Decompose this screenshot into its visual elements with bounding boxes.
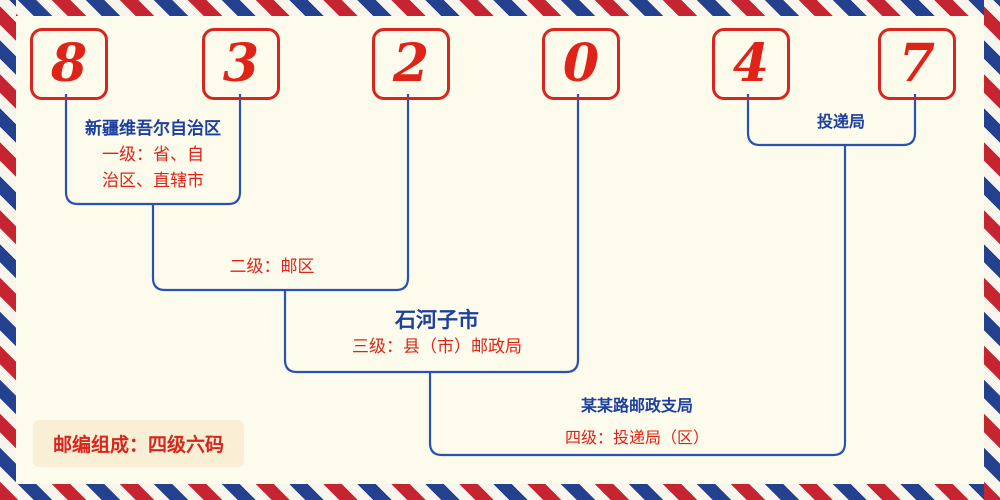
- airmail-border-right: [984, 0, 1000, 500]
- airmail-border-top: [0, 0, 1000, 16]
- digit-box-2: 3: [202, 28, 280, 100]
- level1-label: 新疆维吾尔自治区 一级：省、自 治区、直辖市: [85, 116, 221, 194]
- connector-level3-line: [283, 94, 580, 374]
- level3-label: 石河子市 三级：县（市）邮政局: [352, 306, 522, 360]
- digit-6: 7: [898, 33, 936, 94]
- level4-desc: 四级：投递局（区）: [564, 428, 710, 447]
- digit-box-3: 2: [372, 28, 450, 100]
- connector-level4-line: [428, 145, 847, 457]
- level1-desc-line2: 治区、直辖市: [102, 171, 204, 191]
- airmail-border-bottom: [0, 484, 1000, 500]
- digit-box-1: 8: [30, 28, 108, 100]
- digit-1: 8: [50, 33, 88, 94]
- footer-note-panel: 邮编组成：四级六码: [33, 420, 245, 467]
- digit-box-4: 0: [542, 28, 620, 100]
- connector-level2-line: [151, 94, 410, 292]
- level4-office-name: 某某路邮政支局: [580, 396, 694, 415]
- digit-3: 2: [392, 33, 430, 94]
- level1-desc-line1: 一级：省、自: [102, 145, 204, 165]
- level3-city-name: 石河子市: [395, 308, 479, 332]
- level4-label: 某某路邮政支局 四级：投递局（区）: [565, 395, 709, 449]
- delivery-office-label: 投递局: [817, 108, 865, 132]
- level2-label: 二级：邮区: [230, 252, 315, 277]
- level3-desc: 三级：县（市）邮政局: [352, 337, 522, 357]
- digit-2: 3: [222, 33, 260, 94]
- level2-desc: 二级：邮区: [229, 257, 315, 277]
- digit-5: 4: [732, 33, 770, 94]
- connector-delivery-bracket: [746, 94, 917, 147]
- footer-note-text: 邮编组成：四级六码: [53, 434, 225, 456]
- digit-box-5: 4: [712, 28, 790, 100]
- digit-4: 0: [562, 33, 600, 94]
- level1-region-name: 新疆维吾尔自治区: [85, 119, 221, 139]
- delivery-office-text: 投递局: [816, 112, 866, 131]
- airmail-border-left: [0, 0, 16, 500]
- digit-box-6: 7: [878, 28, 956, 100]
